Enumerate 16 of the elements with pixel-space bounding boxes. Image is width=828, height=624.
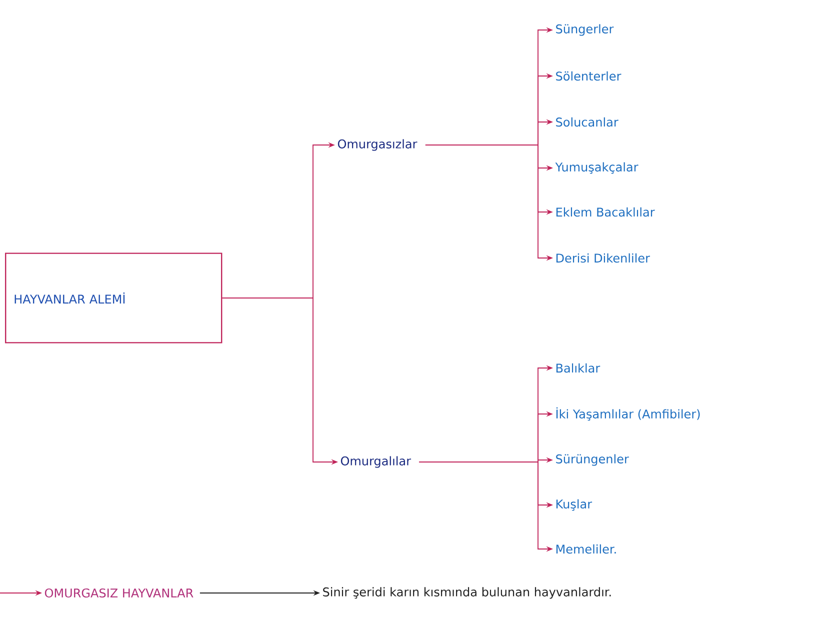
title-box: HAYVANLAR ALEMİ [5,252,222,344]
class-label: Eklem Bacaklılar [556,207,655,217]
group-label: Omurgalılar [340,456,412,468]
class-label: Sölenterler [556,71,622,81]
group-label: Omurgasızlar [338,139,418,151]
class-label: Sürüngenler [556,454,629,466]
class-label: Balıklar [556,363,600,373]
definition-text: Sinir şeridi karın kısmında bulunan hayvanlardır. [323,587,611,599]
class-label: Derisi Dikenliler [556,253,650,263]
class-label: İki Yaşamlılar (Amfibiler) [556,407,700,421]
class-label: Süngerler [556,24,614,36]
term-label: OMURGASIZ HAYVANLAR [44,588,194,598]
class-label: Yumuşakçalar [555,162,638,174]
class-label: Solucanlar [556,117,618,127]
class-label: Kuşlar [556,499,592,511]
class-label: Memeliler. [556,544,616,554]
